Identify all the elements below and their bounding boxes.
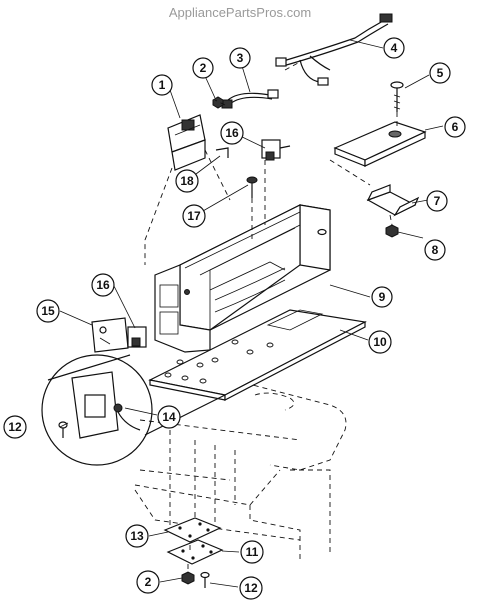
control-cover xyxy=(333,121,427,167)
callout-number: 9 xyxy=(379,290,386,304)
callout-5: 5 xyxy=(429,62,451,84)
nut-part-2-top xyxy=(212,96,224,109)
screw-part-5 xyxy=(390,81,404,112)
callout-14: 14 xyxy=(157,405,181,429)
callout-10: 10 xyxy=(368,330,392,354)
callout-13: 13 xyxy=(125,524,149,548)
watermark-text: AppliancePartsPros.com xyxy=(169,5,311,20)
callout-9: 9 xyxy=(371,286,393,308)
callout-2-top: 2 xyxy=(192,57,214,79)
bracket-part-7 xyxy=(366,184,420,217)
callout-number: 4 xyxy=(391,41,398,55)
callout-number: 16 xyxy=(96,278,110,292)
callout-number: 15 xyxy=(41,304,55,318)
callout-number: 7 xyxy=(434,194,441,208)
callout-3: 3 xyxy=(229,47,251,69)
callout-8: 8 xyxy=(424,239,446,261)
callout-16-lower: 16 xyxy=(91,273,115,297)
callout-number: 12 xyxy=(8,420,22,434)
callout-11: 11 xyxy=(240,540,264,564)
base-floor-outline xyxy=(134,382,347,560)
callout-number: 6 xyxy=(452,120,459,134)
lower-plate-part-13 xyxy=(163,517,222,543)
callout-number: 3 xyxy=(237,51,244,65)
callout-number: 16 xyxy=(225,126,239,140)
nut-part-2-bottom xyxy=(181,571,195,585)
switch-part-16-top xyxy=(261,139,291,161)
switch-assembly-part-1 xyxy=(167,114,206,171)
callout-16-upper: 16 xyxy=(220,121,244,145)
callout-6: 6 xyxy=(444,116,466,138)
callout-number: 2 xyxy=(200,61,207,75)
callout-17: 17 xyxy=(182,204,206,228)
callout-number: 5 xyxy=(437,66,444,80)
actuator-part-15 xyxy=(91,317,129,353)
callout-12-bottom: 12 xyxy=(239,576,263,600)
nut-part-8 xyxy=(385,224,399,238)
callout-number: 1 xyxy=(159,78,166,92)
callout-number: 12 xyxy=(244,581,258,595)
detail-zoom-circle xyxy=(41,354,226,466)
callout-15: 15 xyxy=(36,299,60,323)
callout-12-left: 12 xyxy=(3,415,27,439)
callout-number: 8 xyxy=(432,243,439,257)
callout-number: 10 xyxy=(373,335,387,349)
lower-plate-part-11 xyxy=(166,539,224,565)
callout-number: 2 xyxy=(145,575,152,589)
callout-number: 11 xyxy=(246,545,259,559)
mounting-plate xyxy=(148,309,367,401)
callout-number: 17 xyxy=(187,209,201,223)
callout-1: 1 xyxy=(151,74,173,96)
wire-part-3 xyxy=(221,89,279,109)
control-housing xyxy=(154,204,331,353)
callout-number: 13 xyxy=(130,529,144,543)
screw-part-17 xyxy=(246,176,258,198)
callouts: 1 2 3 4 5 6 7 8 9 10 11 12 12 13 14 xyxy=(3,37,466,600)
callout-number: 14 xyxy=(162,410,176,424)
callout-7: 7 xyxy=(426,190,448,212)
callout-2-bottom: 2 xyxy=(136,570,160,594)
callout-number: 18 xyxy=(180,174,194,188)
wire-harness xyxy=(275,13,393,86)
callout-4: 4 xyxy=(383,37,405,59)
switch-part-16-lower xyxy=(127,326,147,348)
screw-part-12-bottom xyxy=(200,571,210,588)
clip-part-18 xyxy=(215,147,229,158)
callout-18: 18 xyxy=(175,169,199,193)
leader-lines xyxy=(59,39,444,588)
alignment-lines xyxy=(144,61,398,572)
